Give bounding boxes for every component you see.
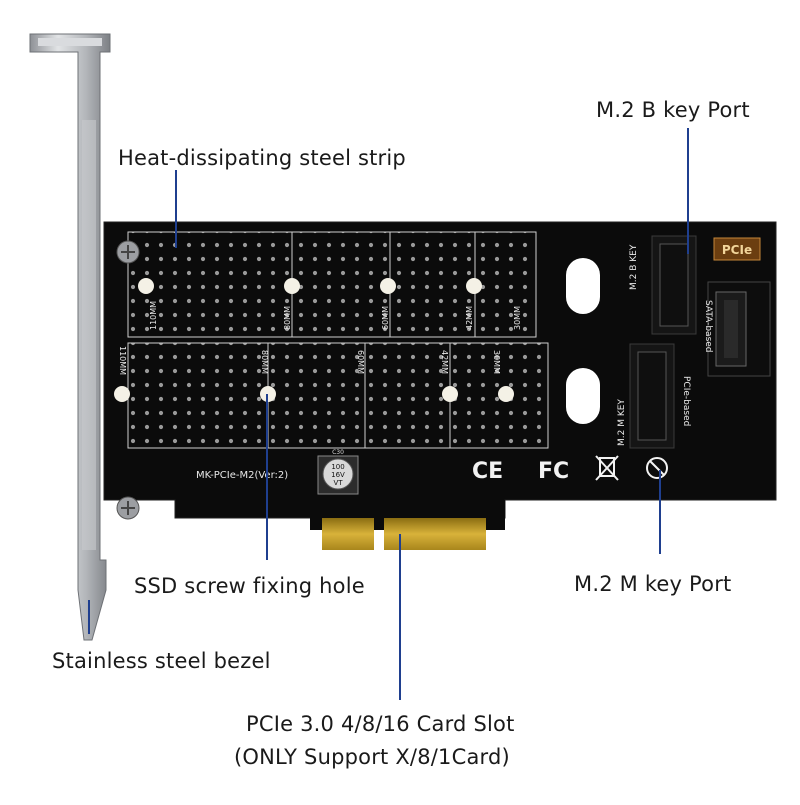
weee-bin-icon xyxy=(595,455,619,481)
capacitor-line-3: VT xyxy=(333,479,343,487)
heat-strip-lower xyxy=(127,342,549,449)
upper-length-110: 110MM xyxy=(149,301,158,330)
steel-bezel xyxy=(29,33,111,641)
lower-length-30: 30MM xyxy=(492,350,501,374)
sata-connector xyxy=(707,281,771,377)
oval-cutouts xyxy=(566,258,600,424)
m-key-port-label: M.2 M key Port xyxy=(574,572,732,596)
bracket-screw-bottom xyxy=(116,496,140,520)
bracket-screw-top xyxy=(116,240,140,264)
capacitor-line-2: 16V xyxy=(331,471,345,479)
gold-fingers xyxy=(322,518,486,550)
upper-length-30: 30MM xyxy=(513,306,522,330)
b-key-type: SATA-based xyxy=(703,300,713,353)
m-key-type: PCIe-based xyxy=(681,376,691,426)
m-key-label: M.2 M KEY xyxy=(617,399,627,446)
card-slot-label-line1: PCIe 3.0 4/8/16 Card Slot xyxy=(246,712,515,736)
pb-free-icon xyxy=(646,457,668,479)
lower-length-42: 42MM xyxy=(440,350,449,374)
lower-length-80: 80MM xyxy=(260,350,269,374)
capacitor-ref: C30 xyxy=(332,449,344,456)
capacitor: 100 16V VT C30 xyxy=(317,449,359,495)
upper-length-80: 80MM xyxy=(283,306,292,330)
m2-b-key-slot xyxy=(651,235,697,335)
bezel-label: Stainless steel bezel xyxy=(52,649,271,673)
lower-length-60: 60MM xyxy=(356,350,365,374)
capacitor-line-1: 100 xyxy=(331,463,344,471)
pcie-badge-text: PCIe xyxy=(722,243,752,257)
b-key-label: M.2 B KEY xyxy=(629,244,639,290)
card-slot-label-line2: (ONLY Support X/8/1Card) xyxy=(234,745,510,769)
heat-strip-label: Heat-dissipating steel strip xyxy=(118,146,406,170)
lower-length-110: 110MM xyxy=(118,346,127,375)
model-text: MK-PCIe-M2(Ver:2) xyxy=(196,470,288,481)
pcie-badge: PCIe xyxy=(713,237,761,261)
b-key-port-label: M.2 B key Port xyxy=(596,98,750,122)
upper-length-60: 60MM xyxy=(381,306,390,330)
screw-hole-label: SSD screw fixing hole xyxy=(134,574,365,598)
m2-m-key-slot xyxy=(629,343,675,449)
ce-mark: CE xyxy=(472,459,503,484)
upper-length-42: 42MM xyxy=(465,306,474,330)
fc-mark: FC xyxy=(538,459,569,484)
